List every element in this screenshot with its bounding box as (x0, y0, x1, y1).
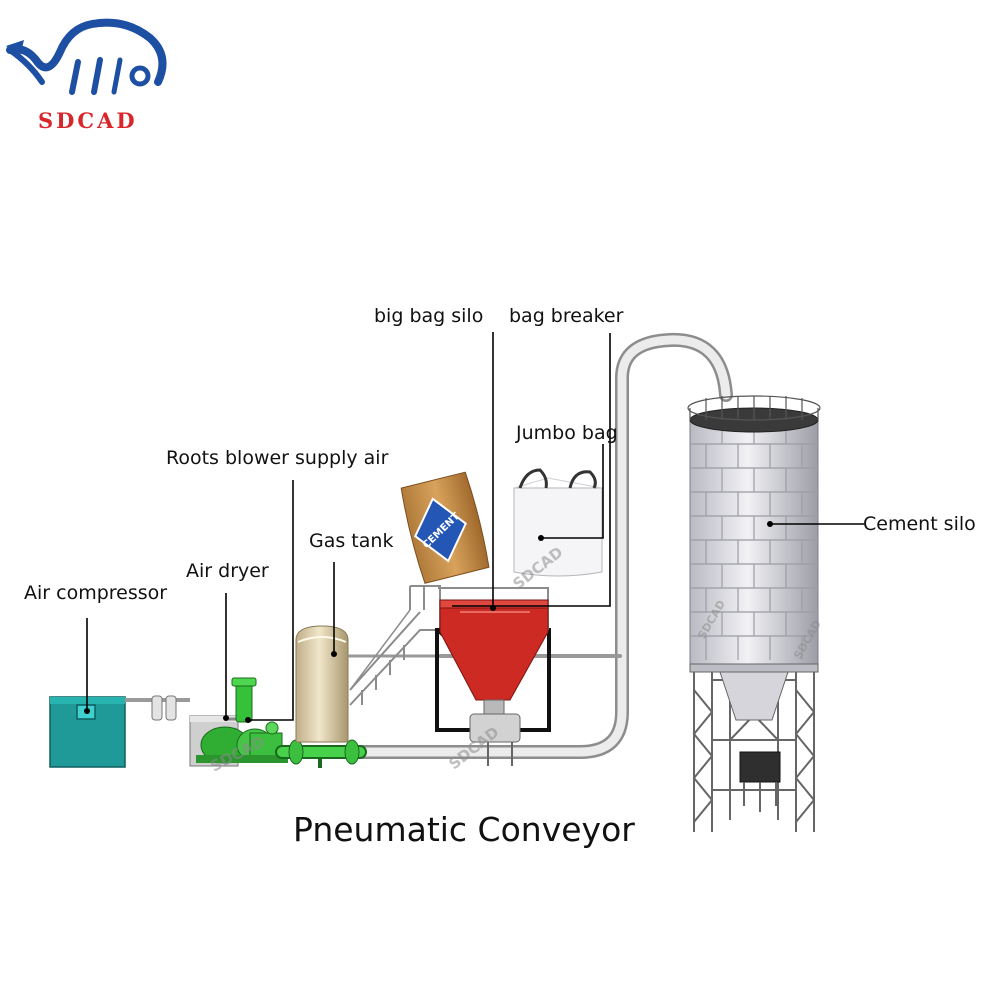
label-jumbo-bag: Jumbo bag (516, 422, 618, 444)
label-big-bag-silo: big bag silo (374, 305, 484, 327)
label-air-dryer: Air dryer (186, 560, 269, 582)
callout-bag-breaker (452, 333, 611, 607)
bag-breaker-hopper (439, 599, 549, 766)
compressor-piping (125, 695, 190, 721)
label-gas-tank: Gas tank (309, 530, 394, 552)
cement-bag-icon: CEMENT (400, 471, 490, 584)
gas-tank (295, 625, 440, 743)
sdcad-logo-icon (6, 18, 167, 95)
label-air-compressor: Air compressor (24, 582, 168, 604)
diagram-title: Pneumatic Conveyor (293, 810, 635, 849)
platform-stairs (349, 585, 441, 706)
callout-roots-blower (248, 480, 294, 721)
label-cement-silo: Cement silo (863, 513, 976, 535)
label-bag-breaker: bag breaker (509, 305, 624, 327)
jumbo-bag-icon (513, 468, 603, 577)
callout-lines (86, 332, 864, 721)
silencer (275, 739, 367, 768)
brand-name: SDCAD (38, 108, 138, 133)
roots-blower (196, 677, 288, 764)
label-roots-blower: Roots blower supply air (166, 447, 389, 469)
callout-jumbo-bag (541, 444, 604, 539)
cement-silo (687, 395, 821, 832)
